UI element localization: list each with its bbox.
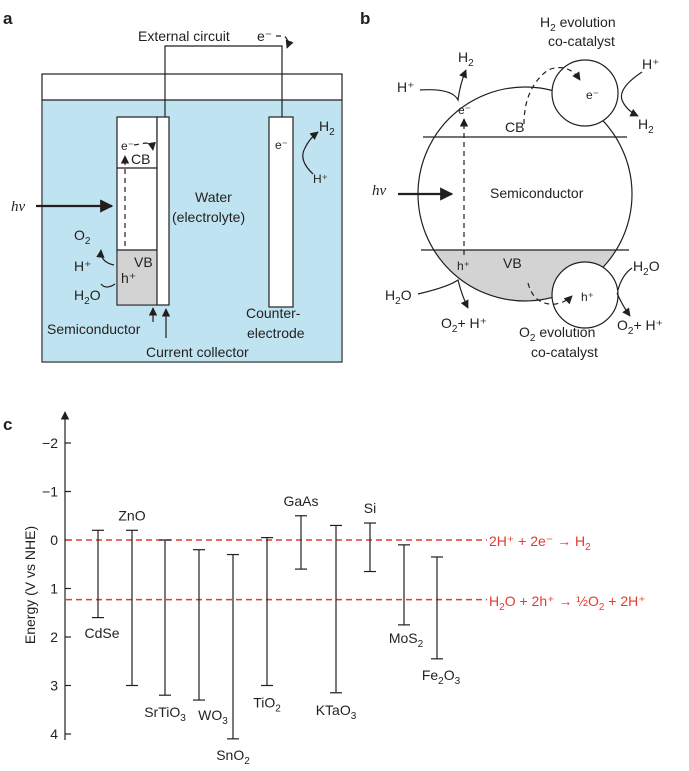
h2-right-arrow bbox=[620, 71, 643, 117]
o2h-left-b: O2+ H⁺ bbox=[441, 315, 487, 335]
y-axis-label: Energy (V vs NHE) bbox=[22, 526, 38, 644]
light-hv-a: hν bbox=[11, 199, 26, 215]
o2h-right-b: O2+ H⁺ bbox=[617, 317, 663, 337]
h2o-right-curve bbox=[617, 267, 633, 291]
material-label: Si bbox=[364, 500, 376, 516]
y-tick-label: 3 bbox=[50, 678, 58, 694]
material-label: CdSe bbox=[84, 625, 119, 641]
panel-a-label: a bbox=[3, 9, 13, 28]
counter-h2-label: H2 bbox=[319, 118, 335, 138]
counter-electrode-label-2: electrode bbox=[247, 325, 305, 341]
container bbox=[41, 73, 343, 363]
electron-b: e⁻ bbox=[458, 103, 471, 117]
y-tick-label: −2 bbox=[42, 435, 58, 451]
h2-evo-title-2: co-catalyst bbox=[548, 33, 615, 49]
vb-label-b: VB bbox=[503, 255, 522, 271]
cb-electron-arrow bbox=[133, 141, 156, 151]
water-intake-curve bbox=[100, 283, 116, 288]
cb-label: CB bbox=[131, 151, 150, 167]
h2-redox-label: 2H⁺ + 2e⁻ → H2 bbox=[489, 533, 591, 553]
y-tick-label: 1 bbox=[50, 581, 58, 597]
redox-lines bbox=[66, 539, 487, 601]
material-label: WO3 bbox=[198, 707, 228, 727]
material-label: ZnO bbox=[118, 507, 145, 523]
hplus-left-b: H⁺ bbox=[397, 79, 415, 95]
cb-label-b: CB bbox=[505, 119, 524, 135]
material-label: KTaO3 bbox=[316, 702, 357, 722]
semiconductor-label-a: Semiconductor bbox=[47, 321, 141, 337]
electron-transfer-arrow bbox=[523, 67, 581, 125]
hplus-right-b: H⁺ bbox=[642, 56, 660, 72]
panel-b: b CB Semiconductor VB e⁻ h⁺ hν H2 evolut… bbox=[360, 9, 663, 360]
reduction-arrow bbox=[302, 131, 319, 175]
y-tick-label: 4 bbox=[50, 726, 58, 742]
h2-top-b: H2 bbox=[458, 49, 474, 69]
panel-b-label: b bbox=[360, 9, 370, 28]
h2-cocatalyst bbox=[551, 59, 619, 127]
material-label: SnO2 bbox=[216, 747, 250, 767]
counter-hplus-label: H⁺ bbox=[313, 172, 328, 186]
panel-c: c Energy (V vs NHE) −2 −1 0 1 2 3 4 CdSe ZnO SrT… bbox=[3, 411, 646, 767]
vb-label: VB bbox=[134, 254, 153, 270]
external-circuit-arrow bbox=[276, 35, 294, 49]
hplus-label-a: H⁺ bbox=[74, 258, 92, 274]
external-circuit-label: External circuit bbox=[138, 28, 230, 44]
light-hv-b: hν bbox=[372, 183, 387, 199]
o2h-left-arrow bbox=[417, 279, 469, 309]
h2-right-b: H2 bbox=[638, 116, 654, 136]
panel-a: a External circuit e⁻ e⁻ CB VB h⁺ hν O2 … bbox=[3, 9, 343, 363]
y-tick-label: 0 bbox=[50, 532, 58, 548]
o2-label: O2 bbox=[74, 227, 91, 247]
vb-hole: h⁺ bbox=[121, 270, 136, 286]
material-label: MoS2 bbox=[389, 630, 424, 650]
water-label: Water bbox=[195, 189, 232, 205]
y-ticks: −2 −1 0 1 2 3 4 bbox=[42, 435, 71, 742]
oxidation-arrow bbox=[96, 249, 115, 266]
current-collector bbox=[156, 116, 170, 306]
hole-transfer-arrow bbox=[527, 282, 573, 305]
h2o-right-b: H2O bbox=[633, 258, 660, 278]
material-label: GaAs bbox=[283, 493, 318, 509]
material-label: TiO2 bbox=[253, 695, 281, 715]
h2o-left-b: H2O bbox=[385, 287, 412, 307]
h2o-label-a: H2O bbox=[74, 287, 101, 307]
valence-band-region bbox=[117, 250, 157, 305]
panel-c-label: c bbox=[3, 415, 12, 434]
counter-electrode bbox=[268, 116, 294, 308]
material-label: Fe2O3 bbox=[422, 667, 461, 687]
h2-top-arrow bbox=[419, 69, 467, 103]
o2-evo-title-1: O2 evolution bbox=[519, 324, 595, 344]
electrolyte-label: (electrolyte) bbox=[172, 209, 245, 225]
counter-electron: e⁻ bbox=[275, 138, 288, 152]
o2h-right-arrow bbox=[616, 292, 631, 317]
material-label: SrTiO3 bbox=[144, 704, 186, 724]
cocatalyst-electron: e⁻ bbox=[586, 88, 599, 102]
cocatalyst-hole: h⁺ bbox=[581, 290, 594, 304]
cb-electron: e⁻ bbox=[121, 139, 134, 153]
counter-electrode-label-1: Counter- bbox=[246, 305, 301, 321]
o2-redox-label: H2O + 2h⁺ → ½O2 + 2H⁺ bbox=[489, 593, 646, 613]
external-circuit-electron: e⁻ bbox=[257, 28, 272, 44]
external-circuit-wire bbox=[164, 45, 283, 117]
current-collector-label: Current collector bbox=[146, 344, 249, 360]
y-tick-label: −1 bbox=[42, 484, 58, 500]
h2-evo-title-1: H2 evolution bbox=[540, 14, 616, 34]
semiconductor-label-b: Semiconductor bbox=[490, 185, 584, 201]
hole-b: h⁺ bbox=[457, 259, 470, 273]
y-tick-label: 2 bbox=[50, 629, 58, 645]
o2-evo-title-2: co-catalyst bbox=[531, 344, 598, 360]
